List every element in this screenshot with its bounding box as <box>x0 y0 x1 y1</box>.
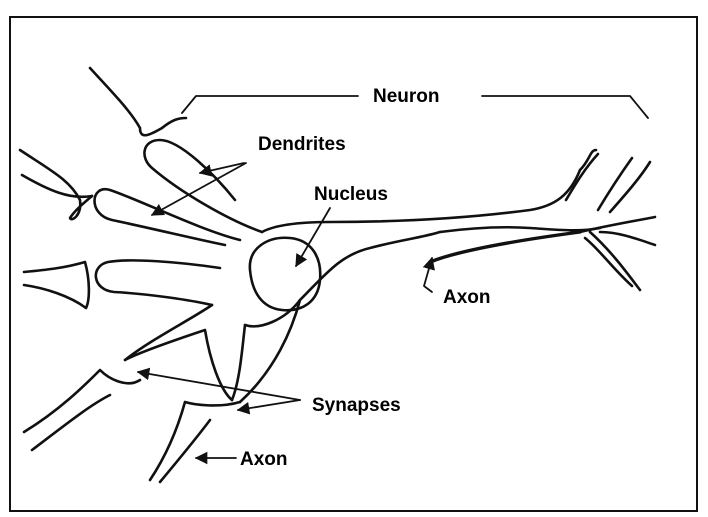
label-synapses: Synapses <box>312 395 401 416</box>
label-dendrites: Dendrites <box>258 134 346 155</box>
cell-body-outline <box>95 140 581 402</box>
axon-main <box>430 227 600 262</box>
diagram-frame <box>10 17 697 511</box>
incoming-axons <box>20 68 240 482</box>
axon-terminals <box>566 150 655 290</box>
label-neuron: Neuron <box>373 86 440 107</box>
label-nucleus: Nucleus <box>314 184 388 205</box>
nucleus-shape <box>250 238 320 310</box>
label-axon-incoming: Axon <box>240 449 288 470</box>
label-axon-main: Axon <box>443 287 491 308</box>
